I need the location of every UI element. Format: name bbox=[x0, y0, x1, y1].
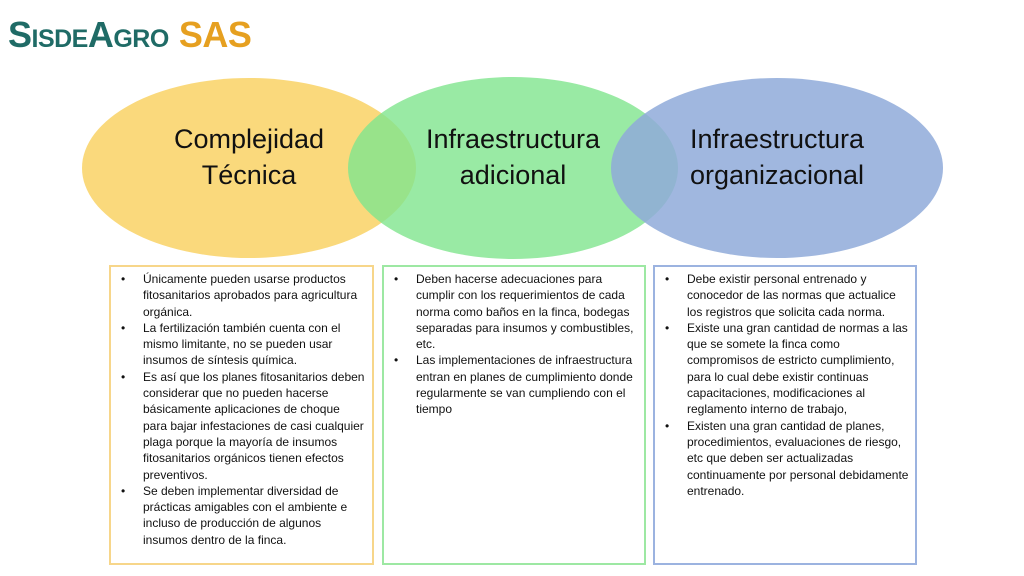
textbox-additional: • Deben hacerse adecuaciones para cumplir… bbox=[382, 265, 646, 565]
circle-label-additional-line1: Infraestructura bbox=[425, 124, 601, 154]
venn-circle-organizational bbox=[611, 78, 943, 258]
bullet-icon: • bbox=[665, 418, 670, 433]
bullet-icon: • bbox=[121, 483, 126, 498]
circle-label-organizational-line1: Infraestructura bbox=[689, 124, 865, 154]
list-item: • Debe existir personal entrenado y conoc… bbox=[659, 271, 909, 320]
circle-label-additional: Infraestructura adicional bbox=[398, 121, 628, 193]
bullet-icon: • bbox=[121, 320, 126, 335]
list-item: • Las implementaciones de infraestructura… bbox=[388, 352, 638, 417]
list-item-text: Debe existir personal entrenado y conoce… bbox=[687, 272, 896, 319]
circle-label-technical-line2: Técnica bbox=[201, 160, 297, 190]
textbox-organizational: • Debe existir personal entrenado y conoc… bbox=[653, 265, 917, 565]
list-item-text: Existe una gran cantidad de normas a las… bbox=[687, 320, 908, 417]
bullet-icon: • bbox=[394, 272, 399, 286]
list-item-text: Únicamente pueden usarse productos fitos… bbox=[143, 272, 358, 319]
circle-label-organizational: Infraestructura organizacional bbox=[662, 121, 892, 193]
list-item-text: Se deben implementar diversidad de práct… bbox=[143, 483, 348, 547]
list-item: • Se deben implementar diversidad de prác… bbox=[115, 483, 366, 548]
circle-label-technical-line1: Complejidad bbox=[173, 124, 325, 154]
logo-suffix: SAS bbox=[178, 14, 252, 55]
bullet-icon: • bbox=[665, 272, 670, 286]
bullet-icon: • bbox=[665, 320, 670, 335]
bullet-icon: • bbox=[394, 353, 399, 368]
list-item-text: Existen una gran cantidad de planes, pro… bbox=[687, 418, 909, 498]
circle-label-additional-line2: adicional bbox=[459, 160, 567, 190]
bullet-icon: • bbox=[121, 272, 126, 286]
logo-name: SisdeAgro bbox=[8, 14, 169, 55]
bullet-icon: • bbox=[121, 369, 126, 384]
circle-label-technical: Complejidad Técnica bbox=[148, 121, 350, 193]
list-item-text: La fertilización también cuenta con el m… bbox=[143, 320, 341, 368]
list-item: • Es así que los planes fitosanitarios de… bbox=[115, 369, 366, 483]
circle-label-organizational-line2: organizacional bbox=[689, 160, 865, 190]
list-item-text: Deben hacerse adecuaciones para cumplir … bbox=[416, 272, 634, 352]
venn-circle-technical bbox=[82, 78, 416, 258]
list-item: • La fertilización también cuenta con el … bbox=[115, 320, 366, 369]
textbox-technical: • Únicamente pueden usarse productos fito… bbox=[109, 265, 374, 565]
list-item: • Deben hacerse adecuaciones para cumplir… bbox=[388, 271, 638, 352]
list-item: • Únicamente pueden usarse productos fito… bbox=[115, 271, 366, 320]
venn-circle-additional bbox=[348, 77, 678, 259]
list-item-text: Es así que los planes fitosanitarios deb… bbox=[143, 369, 365, 482]
list-item-text: Las implementaciones de infraestructura … bbox=[416, 353, 633, 417]
list-item: • Existe una gran cantidad de normas a la… bbox=[659, 320, 909, 418]
list-item: • Existen una gran cantidad de planes, pr… bbox=[659, 418, 909, 499]
